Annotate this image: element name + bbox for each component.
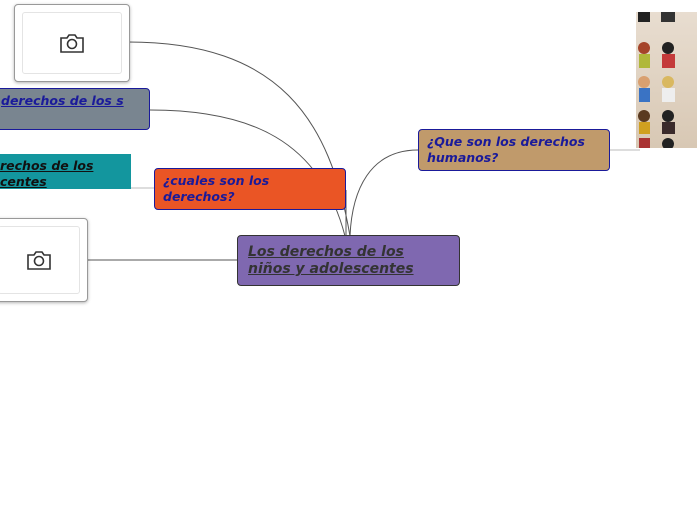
topic-node-que-son-derechos[interactable]: ¿Que son los derechos humanos? [418, 129, 610, 171]
dolls-illustration [638, 12, 675, 148]
topic-node-cuales-derechos[interactable]: ¿cuales son los derechos? [154, 168, 346, 210]
central-topic[interactable]: Los derechos de los niños y adolescentes [237, 235, 460, 286]
image-placeholder-node[interactable] [14, 4, 130, 82]
camera-icon [60, 34, 84, 53]
topic-node-derechos-adolescentes[interactable]: rechos de los centes [0, 154, 131, 189]
topic-node-derechos[interactable]: derechos de los s [0, 88, 150, 130]
image-placeholder-node[interactable] [0, 218, 88, 302]
children-figures-image [636, 12, 697, 148]
camera-icon [27, 251, 51, 270]
